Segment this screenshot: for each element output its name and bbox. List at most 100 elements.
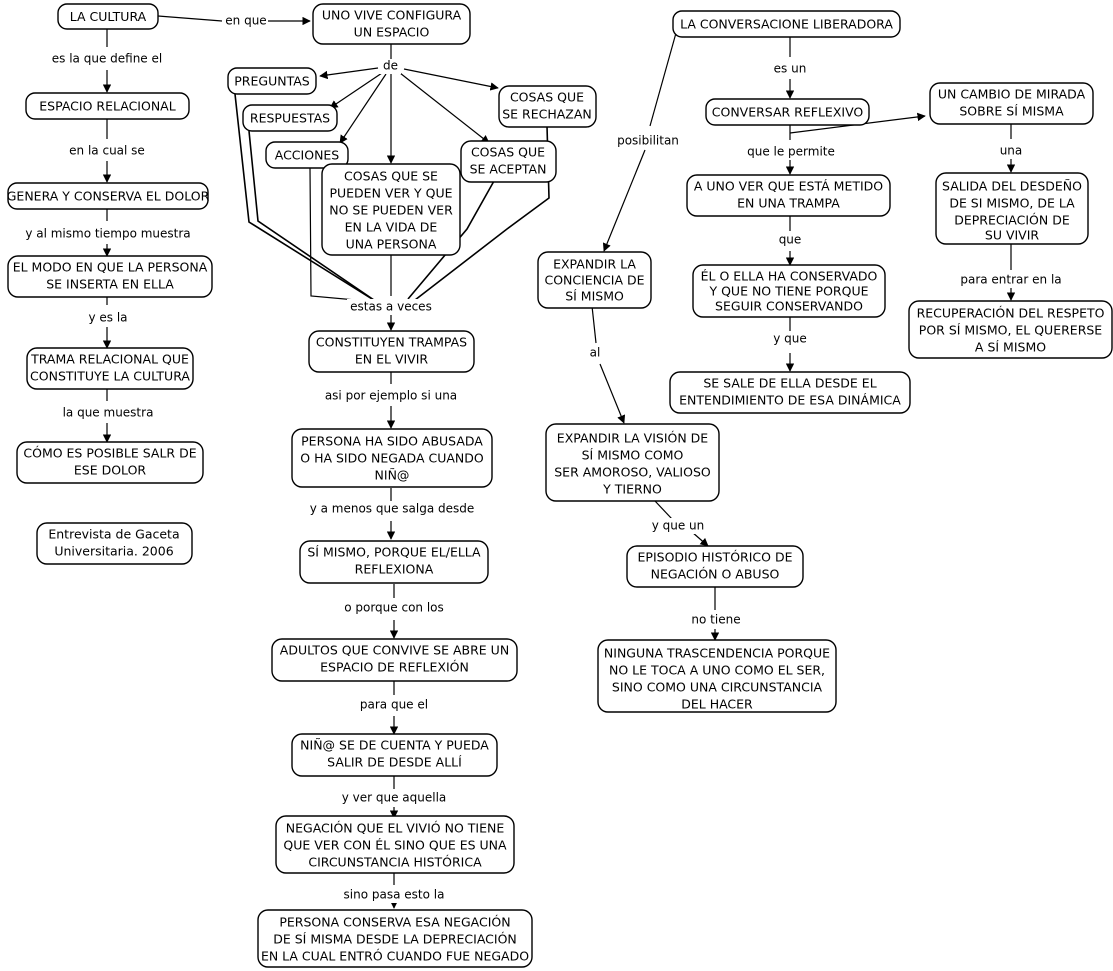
node-box [7, 182, 209, 210]
node-box [7, 255, 213, 298]
node-el-o-ella-conservado[interactable]: ÉL O ELLA HA CONSERVADO Y QUE NO TIENE P… [692, 264, 886, 318]
node-expandir-vision[interactable]: EXPANDIR LA VISIÓN DE SÍ MISMO COMO SER … [545, 423, 720, 502]
node-label-line2: DE SI MISMO, DE LA [949, 196, 1075, 211]
link-label: y que un [652, 519, 705, 533]
label-bg [62, 405, 154, 421]
link-label: y a menos que salga desde [310, 502, 475, 516]
node-cosas-pueden-ver[interactable]: COSAS QUE SE PUEDEN VER Y QUE NO SE PUED… [321, 163, 461, 256]
node-label-line2: ESPACIO DE REFLEXIÓN [320, 660, 469, 675]
node-como-salir-dolor[interactable]: CÓMO ES POSIBLE SALR DE ESE DOLOR [16, 441, 204, 484]
node-conversar-reflexivo[interactable]: CONVERSAR REFLEXIVO [705, 98, 870, 126]
node-a-uno-ver-trampa[interactable]: A UNO VER QUE ESTÁ METIDO EN UNA TRAMPA [686, 174, 891, 217]
node-label-line3: EN LA CUAL ENTRÓ CUANDO FUE NEGADO [261, 949, 529, 964]
link-label-mismo-tiempo: y al mismo tiempo muestra [22, 226, 194, 242]
link-label-posibilitan: posibilitan [612, 133, 684, 149]
link-label-define: es la que define el [45, 51, 170, 67]
node-cambio-de-mirada[interactable]: UN CAMBIO DE MIRADA SOBRE SÍ MISMA [929, 82, 1094, 125]
node-conversacion-liberadora[interactable]: LA CONVERSACIONE LIBERADORA [672, 10, 901, 38]
node-box [908, 300, 1113, 359]
node-uno-vive-configura[interactable]: UNO VIVE CONFIGURA UN ESPACIO [312, 3, 471, 45]
node-label-line3: NO SE PUEDEN VER [329, 203, 453, 218]
node-trama-relacional[interactable]: TRAMA RELACIONAL QUE CONSTITUYE LA CULTU… [26, 347, 194, 390]
node-acciones[interactable]: ACCIONES [265, 141, 349, 169]
link-label-y-es-la: y es la [80, 310, 136, 326]
node-negacion-vivio[interactable]: NEGACIÓN QUE EL VIVIÓ NO TIENE QUE VER C… [275, 815, 515, 874]
node-se-sale-de-ella[interactable]: SE SALE DE ELLA DESDE EL ENTENDIMIENTO D… [669, 371, 911, 414]
node-salida-desdeno[interactable]: SALIDA DEL DESDEÑO DE SI MISMO, DE LA DE… [935, 172, 1089, 245]
node-label-line2: SOBRE SÍ MISMA [959, 104, 1064, 119]
link-label: al [590, 346, 601, 360]
node-espacio-relacional[interactable]: ESPACIO RELACIONAL [25, 92, 190, 120]
node-label-line4: DEL HACER [681, 697, 753, 712]
label-bg [740, 144, 842, 160]
node-expandir-conciencia[interactable]: EXPANDIR LA CONCIENCIA DE SÍ MISMO [537, 251, 652, 309]
node-label-line2: REFLEXIONA [355, 562, 434, 577]
node-label-line2: SÍ MISMO COMO [582, 448, 684, 463]
link-label-una: una [993, 143, 1029, 159]
node-preguntas[interactable]: PREGUNTAS [227, 67, 317, 95]
node-respuestas[interactable]: RESPUESTAS [242, 104, 338, 132]
node-label-line4: SU VIVIR [985, 228, 1040, 243]
node-label: LA CONVERSACIONE LIBERADORA [680, 17, 893, 32]
link-label-de: de [379, 59, 401, 74]
node-constituyen-trampas[interactable]: CONSTITUYEN TRAMPAS EN EL VIVIR [308, 330, 475, 373]
node-box [57, 3, 159, 30]
node-la-cultura[interactable]: LA CULTURA [57, 3, 159, 30]
edge-al-expandirvision [599, 363, 626, 424]
node-cosas-se-aceptan[interactable]: COSAS QUE SE ACEPTAN [460, 140, 557, 183]
label-bg [688, 612, 744, 628]
node-nino-se-de-cuenta[interactable]: NIÑ@ SE DE CUENTA Y PUEDA SALIR DE DESDE… [291, 733, 498, 777]
link-label-en-que: en que [224, 13, 268, 29]
link-label: es un [774, 62, 807, 76]
node-label-line1: NIÑ@ SE DE CUENTA Y PUEDA [300, 738, 489, 753]
node-label-line2: SE RECHAZAN [502, 107, 592, 122]
link-label: en que [225, 14, 266, 28]
link-label-y-que: y que [768, 331, 812, 347]
node-label-line3: SINO COMO UNA CIRCUNSTANCIA [612, 680, 823, 695]
link-label-a-menos-que: y a menos que salga desde [308, 501, 476, 517]
node-fuente-entrevista[interactable]: Entrevista de Gaceta Universitaria. 2006 [36, 522, 193, 565]
link-label-la-que-muestra: la que muestra [62, 405, 154, 421]
node-box [537, 251, 652, 309]
node-box [299, 540, 489, 584]
link-label-o-porque-con-los: o porque con los [337, 600, 452, 616]
label-bg [331, 790, 457, 806]
node-modo-persona[interactable]: EL MODO EN QUE LA PERSONA SE INSERTA EN … [7, 255, 213, 298]
node-box [669, 371, 911, 414]
node-si-mismo-reflexiona[interactable]: SÍ MISMO, PORQUE EL/ELLA REFLEXIONA [299, 540, 489, 584]
edge-de-preguntas [319, 67, 379, 80]
node-label-line1: RECUPERACIÓN DEL RESPETO [917, 306, 1105, 321]
node-box [935, 172, 1089, 245]
node-label-line3: CIRCUNSTANCIA HISTÓRICA [308, 855, 482, 870]
node-label-line3: SÍ MISMO [565, 289, 624, 304]
node-label-line3: NIÑ@ [375, 468, 410, 483]
node-episodio-historico[interactable]: EPISODIO HISTÓRICO DE NEGACIÓN O ABUSO [626, 545, 804, 588]
node-label-line1: NINGUNA TRASCENDENCIA PORQUE [604, 646, 830, 661]
node-cosas-se-rechazan[interactable]: COSAS QUE SE RECHAZAN [498, 85, 597, 128]
node-persona-abusada[interactable]: PERSONA HA SIDO ABUSADA O HA SIDO NEGADA… [291, 428, 493, 488]
node-box [626, 545, 804, 588]
node-layer: LA CULTURA ESPACIO RELACIONAL GENERA Y C… [7, 3, 1113, 968]
label-bg [45, 51, 170, 67]
link-label: para que el [360, 698, 428, 712]
node-persona-conserva-negacion[interactable]: PERSONA CONSERVA ESA NEGACIÓN DE SÍ MISM… [257, 909, 533, 968]
label-bg [379, 59, 401, 74]
label-bg [772, 232, 808, 248]
node-box [545, 423, 720, 502]
node-label-line1: TRAMA RELACIONAL QUE [30, 352, 189, 367]
node-label-line3: SEGUIR CONSERVANDO [715, 299, 863, 314]
node-recuperacion-respeto[interactable]: RECUPERACIÓN DEL RESPETO POR SÍ MISMO, E… [908, 300, 1113, 359]
node-box [291, 428, 493, 488]
node-genera-conserva-dolor[interactable]: GENERA Y CONSERVA EL DOLOR [7, 182, 210, 210]
edge-expandirconc-al-a [591, 305, 597, 344]
link-label-que-le-permite: que le permite [740, 144, 842, 160]
node-adultos-convive[interactable]: ADULTOS QUE CONVIVE SE ABRE UN ESPACIO D… [271, 638, 518, 682]
node-label-line1: SALIDA DEL DESDEÑO [942, 179, 1082, 194]
node-label-line1: COSAS QUE [471, 145, 545, 160]
edge-de-acciones [339, 73, 387, 144]
node-label: RESPUESTAS [250, 111, 330, 126]
node-ninguna-trascendencia[interactable]: NINGUNA TRASCENDENCIA PORQUE NO LE TOCA … [597, 639, 837, 713]
node-label-line2: Universitaria. 2006 [54, 544, 173, 559]
link-label: y que [773, 332, 807, 346]
